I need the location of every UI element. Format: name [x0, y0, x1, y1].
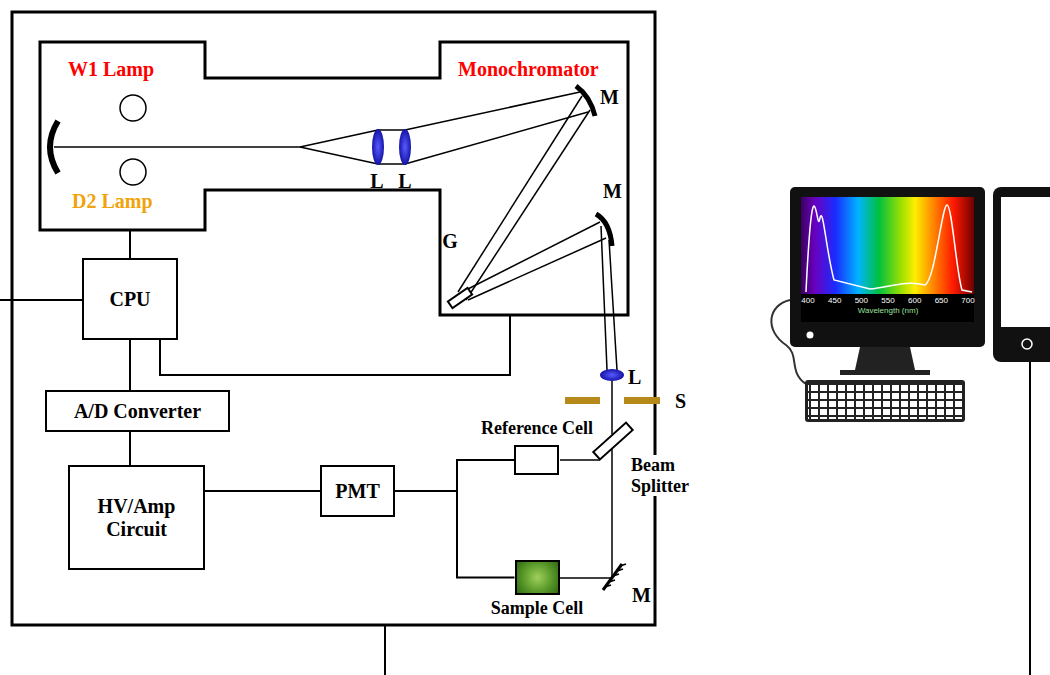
axis-tick: 550 — [881, 296, 894, 305]
box-label: CPU — [109, 288, 150, 311]
tablet-screen — [1001, 197, 1050, 327]
cell-label: Sample Cell — [491, 598, 584, 619]
cell-label: Reference Cell — [481, 418, 593, 439]
light-ray — [54, 146, 300, 148]
part-label: L — [370, 170, 383, 193]
axis-tick: 450 — [828, 296, 841, 305]
wire — [129, 230, 131, 258]
light-ray — [462, 222, 600, 292]
box-label: HV/Amp Circuit — [87, 495, 187, 541]
part-label: M — [632, 584, 651, 607]
mirror-hatch — [609, 580, 615, 582]
mirror-hatch — [620, 564, 626, 566]
monitor-stand — [855, 347, 915, 370]
lamp-label: D2 Lamp — [72, 190, 153, 213]
light-ray — [378, 129, 405, 131]
light-ray — [609, 240, 617, 370]
converter-box: A/D Converter — [45, 390, 230, 432]
axis-title: Wavelength (nm) — [858, 306, 919, 315]
spectrum-curve — [806, 205, 972, 292]
part-label: G — [442, 230, 458, 253]
wire — [0, 299, 82, 301]
monitor-body — [790, 187, 985, 347]
sample-cell-body — [515, 560, 560, 595]
light-ray — [466, 110, 590, 300]
mirror-surface — [603, 564, 622, 590]
cell-label-group: Sample Cell — [491, 598, 584, 619]
light-ray — [405, 92, 580, 130]
axis-tick: 600 — [908, 296, 921, 305]
cell-label-group: Reference Cell — [481, 418, 593, 439]
beam-splitter-symbol — [593, 423, 632, 460]
wire-connector — [395, 460, 514, 491]
light-ray — [468, 238, 606, 300]
part-label: L — [398, 170, 411, 193]
box-label: PMT — [335, 480, 379, 503]
mirror-symbol — [576, 86, 595, 116]
part-label: S — [675, 390, 686, 413]
cpu-box: CPU — [82, 258, 178, 340]
wire — [160, 315, 510, 375]
spectrum-screen — [801, 197, 974, 294]
light-ray — [560, 459, 600, 461]
axis-tick: 400 — [801, 296, 814, 305]
tablet-body — [993, 187, 1050, 362]
lamp-label: W1 Lamp — [68, 58, 154, 81]
axis-tick: 650 — [935, 296, 948, 305]
instrument-housing — [12, 12, 655, 625]
lens-symbol — [372, 129, 384, 165]
wire-connector — [129, 340, 131, 390]
box-label: A/D Converter — [74, 400, 201, 423]
axis-tick: 500 — [855, 296, 868, 305]
reference-cell-body — [514, 445, 559, 475]
pmt-box: PMT — [320, 465, 395, 517]
screen-axis-band — [801, 294, 974, 322]
lamp-symbol — [120, 95, 146, 121]
axis-tick: 700 — [961, 296, 974, 305]
mirror-hatch — [605, 585, 611, 587]
light-ray — [300, 147, 378, 164]
light-ray — [560, 577, 612, 579]
wire-connector — [129, 432, 131, 465]
mirror-hatch — [617, 569, 623, 571]
part-label: Beam Splitter — [630, 455, 704, 496]
cable — [384, 625, 386, 675]
grating-symbol — [448, 288, 472, 308]
wire-connector — [395, 491, 515, 578]
cable — [1029, 360, 1031, 675]
lens-symbol — [399, 129, 411, 165]
monitor-base — [840, 370, 930, 375]
keyboard-keys — [808, 383, 962, 419]
mirror-symbol — [603, 564, 626, 590]
slit-blade — [624, 397, 660, 404]
mirror-symbol — [596, 214, 612, 246]
light-ray — [611, 381, 613, 434]
wire-connector — [205, 490, 320, 492]
light-ray — [300, 130, 378, 147]
lens-symbol — [600, 369, 624, 381]
part-label: L — [628, 366, 641, 389]
light-ray — [611, 448, 613, 578]
part-label: M — [603, 180, 622, 203]
keyboard — [805, 380, 965, 422]
amplifier-box: HV/Amp Circuit — [68, 465, 205, 570]
light-ray — [378, 163, 405, 165]
slit-blade — [565, 397, 600, 404]
section-title: Monochromator — [458, 58, 599, 81]
mirror-hatch — [613, 574, 619, 576]
sample-cell: Sample Cell — [491, 560, 584, 619]
reference-cell: Reference Cell — [481, 418, 593, 475]
power-dot — [807, 332, 814, 339]
light-ray — [601, 226, 607, 370]
part-label: M — [600, 86, 619, 109]
tablet-button — [1022, 339, 1032, 349]
light-beam — [54, 92, 617, 578]
lamp-symbol — [120, 159, 146, 185]
